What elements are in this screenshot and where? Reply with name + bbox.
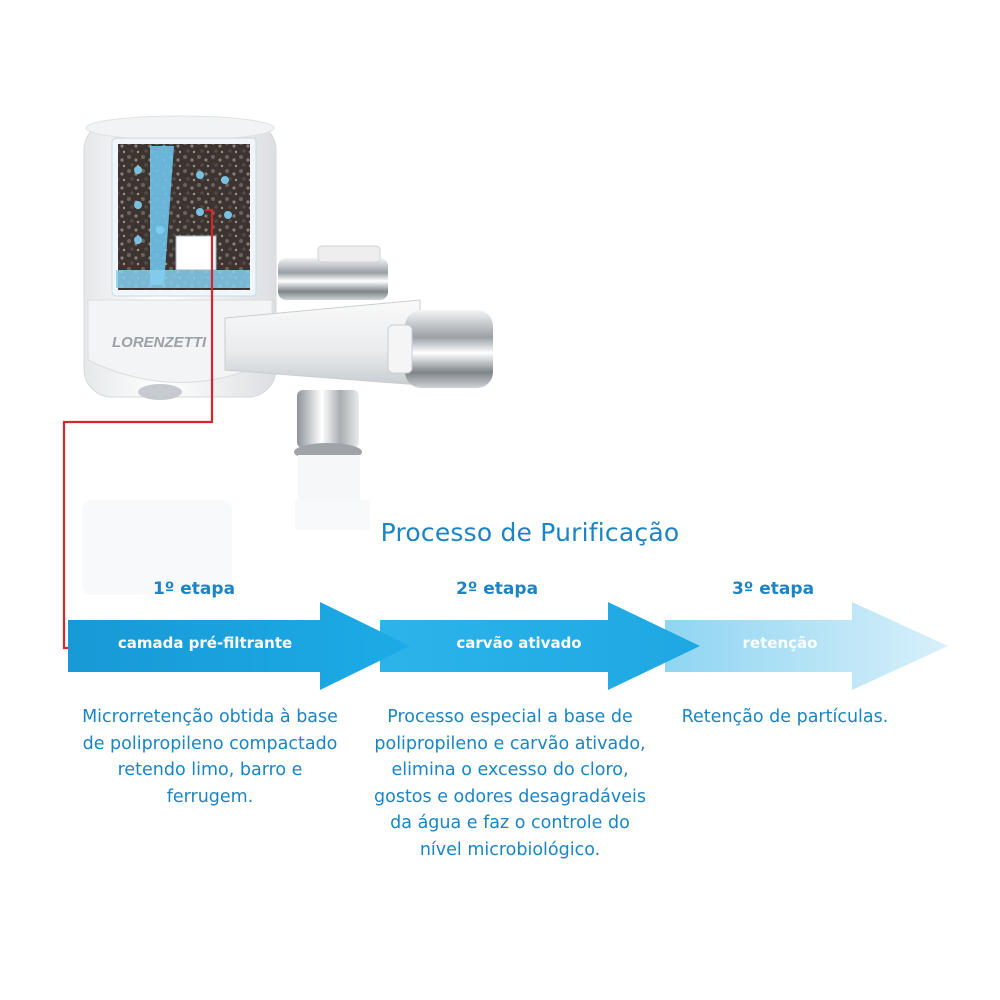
description-line: Processo especial a base de: [387, 707, 633, 727]
brand-logo: LORENZETTI: [112, 334, 207, 351]
step-3-arrow-text: retenção: [742, 634, 818, 652]
description-line: polipropileno e carvão ativado,: [374, 733, 646, 754]
description-line: elimina o excesso do cloro,: [391, 760, 629, 780]
step-3-description: Retenção de partículas.: [650, 704, 920, 731]
description-line: da água e faz o controle do: [390, 813, 630, 833]
description-line: retendo limo, barro e: [117, 760, 303, 780]
description-line: gostos e odores desagradáveis: [374, 786, 646, 807]
diagram-title: Processo de Purificação: [380, 518, 680, 547]
step-2-description: Processo especial a base de polipropilen…: [355, 704, 665, 863]
step-2-arrow-text: carvão ativado: [456, 634, 582, 652]
description-line: Microrretenção obtida à base: [82, 707, 338, 727]
step-3-label: 3º etapa: [731, 579, 815, 599]
step-1-arrow-text: camada pré-filtrante: [117, 634, 293, 652]
arrow-3: [665, 602, 948, 690]
description-line: ferrugem.: [166, 786, 254, 807]
step-1-label: 1º etapa: [152, 579, 236, 599]
description-line: de polipropileno compactado: [82, 733, 338, 754]
process-arrows: [68, 602, 948, 690]
step-2-label: 2º etapa: [455, 579, 539, 599]
description-line: Retenção de partículas.: [681, 707, 889, 727]
arrow-2: [380, 602, 700, 690]
arrow-1: [68, 602, 410, 690]
description-line: nível microbiológico.: [419, 839, 601, 860]
step-1-description: Microrretenção obtida à base de poliprop…: [55, 704, 365, 810]
